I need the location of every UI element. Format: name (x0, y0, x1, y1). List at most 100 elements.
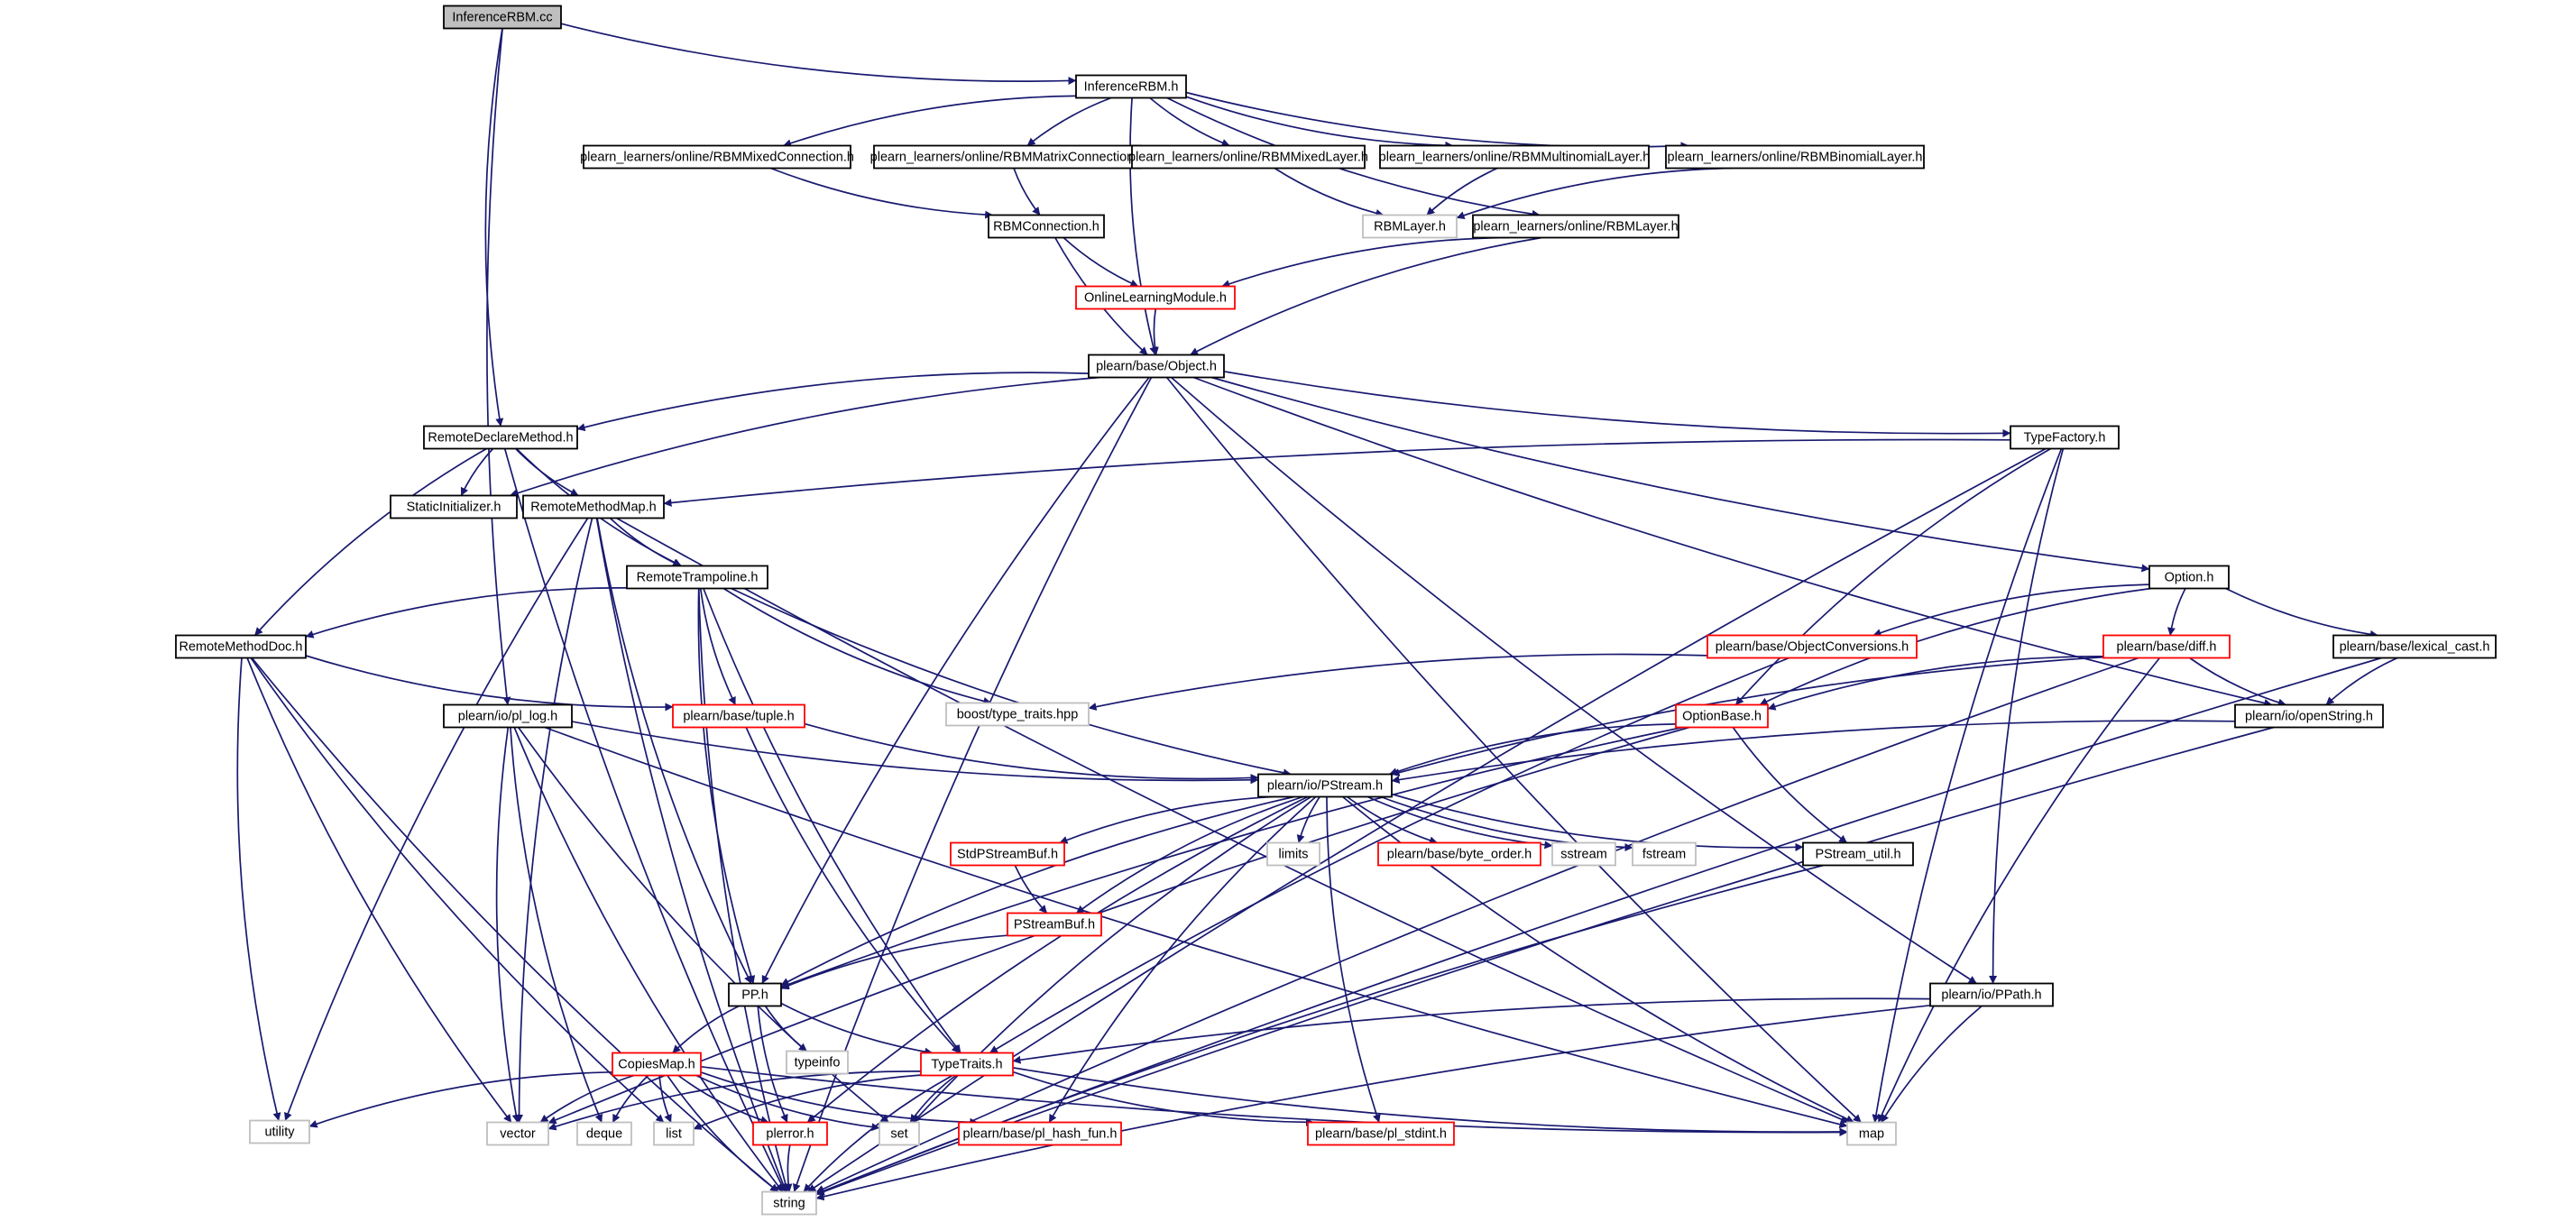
node-rbmbinomiallayer-h[interactable]: plearn_learners/online/RBMBinomialLayer.… (1665, 144, 1925, 170)
node-vector: vector (486, 1121, 549, 1146)
node-remotetrampoline-h[interactable]: RemoteTrampoline.h (626, 565, 768, 590)
node-inferencerbm-h[interactable]: InferenceRBM.h (1075, 74, 1187, 99)
edge-optionbase-h-to-pstream-util-h (1732, 727, 1848, 844)
node-pl-log-h[interactable]: plearn/io/pl_log.h (443, 703, 573, 729)
node-onlinelearningmodule-h[interactable]: OnlineLearningModule.h (1075, 285, 1236, 310)
edge-tuple-h-to-typetraits-h (745, 727, 961, 1054)
edge-inferencerbm-h-to-rbmmultinomiallayer-h (1185, 96, 1454, 150)
node-label: utility (264, 1126, 295, 1140)
node-box (1472, 214, 1679, 239)
node-box (1075, 285, 1236, 310)
node-byte-order-h[interactable]: plearn/base/byte_order.h (1377, 841, 1541, 867)
node-lexical-cast-h[interactable]: plearn/base/lexical_cast.h (2332, 634, 2497, 659)
node-pl-stdint-h[interactable]: plearn/base/pl_stdint.h (1307, 1121, 1455, 1146)
node-box (1551, 841, 1616, 867)
edge-pstream-h-to-pl-stdint-h (1326, 796, 1381, 1123)
node-pstream-util-h[interactable]: PStream_util.h (1802, 841, 1914, 867)
edge-remotemethodmap-h-to-vector (515, 518, 593, 1123)
node-objectconversions-h[interactable]: plearn/base/ObjectConversions.h (1707, 634, 1918, 659)
edge-remotemethodmap-h-to-map (616, 517, 1849, 1124)
node-box (1377, 841, 1541, 867)
dependency-edges (236, 23, 2398, 1201)
node-label: plearn/base/byte_order.h (1387, 848, 1532, 862)
node-pp-h[interactable]: PP.h (728, 982, 782, 1007)
edge-tuple-h-to-pstream-h (804, 722, 1259, 783)
node-object-h[interactable]: plearn/base/Object.h (1088, 354, 1225, 379)
edge-copiesmap-h-to-deque (612, 1074, 649, 1123)
edge-remotemethoddoc-h-to-tuple-h (305, 655, 674, 712)
node-rbmconnection-h[interactable]: RBMConnection.h (988, 214, 1105, 239)
node-deque: deque (576, 1121, 632, 1146)
node-box (1802, 841, 1914, 867)
node-tuple-h[interactable]: plearn/base/tuple.h (672, 703, 805, 729)
edge-inferencerbm-cc-to-remotedeclaremethod-h (484, 28, 504, 427)
node-label: plearn/base/Object.h (1096, 360, 1217, 374)
node-box (175, 634, 307, 659)
node-plerror-h[interactable]: plerror.h (752, 1121, 828, 1146)
node-box (583, 144, 851, 170)
edge-objectconversions-h-to-boost-type-traits-hpp (1088, 653, 1708, 712)
node-online-rbmlayer-h[interactable]: plearn_learners/online/RBMLayer.h (1472, 214, 1679, 239)
edge-inferencerbm-h-to-object-h (1129, 97, 1158, 355)
node-label: plearn/base/tuple.h (683, 710, 794, 724)
edge-pstream-h-to-byte-order-h (1346, 795, 1438, 845)
node-rbmmixedlayer-h[interactable]: plearn_learners/online/RBMMixedLayer.h (1128, 144, 1368, 170)
edge-pl-log-h-to-vector (495, 727, 520, 1123)
node-pl-hash-fun-h[interactable]: plearn/base/pl_hash_fun.h (958, 1121, 1122, 1146)
node-box (2332, 634, 2497, 659)
node-box (626, 565, 768, 590)
node-label: StdPStreamBuf.h (957, 848, 1058, 862)
edge-pstream-h-to-pstreambuf-h (1075, 795, 1303, 914)
node-box (1007, 912, 1102, 937)
edge-remotemethodmap-h-to-utility (284, 518, 589, 1121)
edge-ppath-h-to-map (1881, 1005, 1983, 1123)
node-copiesmap-h[interactable]: CopiesMap.h (612, 1052, 702, 1077)
edge-option-h-to-objectconversions-h (1872, 583, 2150, 637)
edge-inferencerbm-cc-to-pl-log-h (486, 28, 511, 705)
edge-lexical-cast-h-to-openstring-h (2325, 657, 2398, 706)
node-label: plearn_learners/online/RBMMatrixConnecti… (870, 151, 1145, 165)
edge-rbmbinomiallayer-h-to-rbmlayer-h (1456, 167, 1733, 220)
node-utility: utility (249, 1119, 310, 1144)
node-staticinitializer-h[interactable]: StaticInitializer.h (390, 494, 518, 519)
node-typefactory-h[interactable]: TypeFactory.h (2010, 425, 2120, 450)
node-boost-type-traits-hpp: boost/type_traits.hpp (945, 702, 1090, 727)
edge-optionbase-h-to-pstream-h (1388, 723, 1677, 776)
node-rbmmatrixconnection-h[interactable]: plearn_learners/online/RBMMatrixConnecti… (870, 144, 1145, 170)
edge-remotemethoddoc-h-to-vector (246, 657, 512, 1124)
node-rbmmixedconnection-h[interactable]: plearn_learners/online/RBMMixedConnectio… (580, 144, 854, 170)
edge-remotemethodmap-h-to-pp-h (596, 518, 752, 984)
node-pstreambuf-h[interactable]: PStreamBuf.h (1007, 912, 1102, 937)
edge-remotedeclaremethod-h-to-remotemethoddoc-h (253, 447, 487, 637)
edge-typefactory-h-to-ppath-h (1989, 448, 2065, 984)
node-pstream-h[interactable]: plearn/io/PStream.h (1257, 773, 1393, 798)
node-remotedeclaremethod-h[interactable]: RemoteDeclareMethod.h (423, 425, 578, 450)
edge-remotemethoddoc-h-to-utility (236, 657, 281, 1121)
node-remotemethoddoc-h[interactable]: RemoteMethodDoc.h (175, 634, 307, 659)
node-rbmmultinomiallayer-h[interactable]: plearn_learners/online/RBMMultinomialLay… (1379, 144, 1651, 170)
edge-inferencerbm-h-to-rbmmatrixconnection-h (1026, 96, 1112, 147)
node-openstring-h[interactable]: plearn/io/openString.h (2234, 703, 2384, 729)
node-map: map (1846, 1121, 1897, 1146)
node-option-h[interactable]: Option.h (2148, 565, 2230, 590)
edge-inferencerbm-h-to-online-rbmlayer-h (1166, 96, 1541, 218)
node-label: plearn/base/pl_hash_fun.h (963, 1127, 1118, 1142)
node-box (1846, 1121, 1897, 1146)
node-label: OptionBase.h (1682, 710, 1762, 724)
edge-diff-h-to-optionbase-h (1767, 656, 2104, 711)
node-stdpstreambuf-h[interactable]: StdPStreamBuf.h (950, 841, 1065, 867)
node-ppath-h[interactable]: plearn/io/PPath.h (1929, 982, 2054, 1007)
edge-diff-h-to-string (815, 657, 2139, 1193)
node-optionbase-h[interactable]: OptionBase.h (1675, 703, 1769, 729)
node-diff-h[interactable]: plearn/base/diff.h (2102, 634, 2231, 659)
edge-pp-h-to-copiesmap-h (672, 1005, 740, 1054)
node-box (1307, 1121, 1455, 1146)
node-remotemethodmap-h[interactable]: RemoteMethodMap.h (522, 494, 665, 519)
edge-copiesmap-h-to-pl-hash-fun-h (700, 1071, 979, 1126)
node-label: TypeFactory.h (2024, 431, 2106, 446)
node-box (1675, 703, 1769, 729)
edge-object-h-to-ppath-h (1171, 376, 1977, 985)
node-typetraits-h[interactable]: TypeTraits.h (920, 1052, 1014, 1077)
edge-object-h-to-map (1165, 376, 1862, 1124)
edge-pstream-h-to-pl-hash-fun-h (1048, 795, 1317, 1123)
